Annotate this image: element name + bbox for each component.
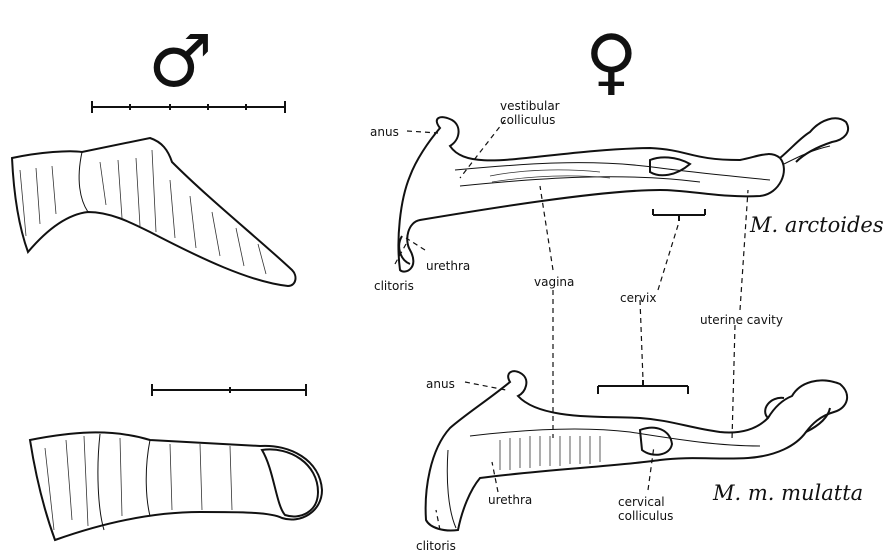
female-tract-arctoides bbox=[398, 117, 848, 271]
label-vestibular: vestibular bbox=[500, 99, 560, 113]
male-symbol: ♂ bbox=[148, 19, 213, 103]
label-anus-bottom: anus bbox=[426, 377, 455, 391]
female-symbol: ♀ bbox=[585, 19, 638, 103]
label-urethra-bottom: urethra bbox=[488, 493, 532, 507]
cervix-bracket-bottom bbox=[598, 380, 688, 394]
scale-bar-bottom bbox=[152, 384, 306, 396]
label-clitoris-bottom: clitoris bbox=[416, 539, 456, 553]
label-cervix: cervix bbox=[620, 291, 656, 305]
cervix-bracket-top bbox=[653, 209, 705, 221]
species-label-top: M. arctoides bbox=[749, 213, 884, 237]
label-colliculus-bottom: colliculus bbox=[618, 509, 673, 523]
label-uterine-cavity: uterine cavity bbox=[700, 313, 783, 327]
species-label-bottom: M. m. mulatta bbox=[712, 481, 863, 505]
penis-arctoides bbox=[12, 138, 295, 286]
label-colliculus-top: colliculus bbox=[500, 113, 555, 127]
label-anus-top: anus bbox=[370, 125, 399, 139]
label-urethra-top: urethra bbox=[426, 259, 470, 273]
penis-mulatta bbox=[30, 432, 322, 540]
label-clitoris-top: clitoris bbox=[374, 279, 414, 293]
label-cervical: cervical bbox=[618, 495, 665, 509]
label-vagina: vagina bbox=[534, 275, 574, 289]
